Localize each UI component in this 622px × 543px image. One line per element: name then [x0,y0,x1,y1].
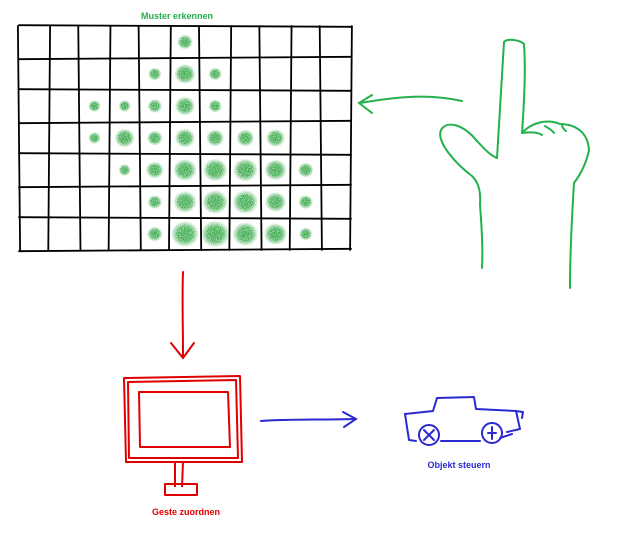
pattern-dot [146,226,163,242]
grid-line [18,88,352,92]
pattern-dot [174,96,196,116]
grid-line [16,25,22,251]
pattern-dot [145,161,164,179]
pattern-dot [148,67,162,81]
grid-line [18,247,352,253]
grid-line [349,25,353,251]
grid-line [77,25,82,251]
assign-gesture-label: Geste zuordnen [151,507,221,517]
pattern-dot [147,99,163,113]
pattern-dot [266,129,286,147]
pattern-dot [177,34,193,50]
pattern-dot [208,67,222,81]
grid-line [198,25,203,251]
pattern-dot [232,222,259,246]
grid-line [288,25,293,251]
grid-line [228,25,233,251]
arrow-display-to-object [260,411,358,428]
pattern-dot [146,130,163,146]
pattern-dot [173,191,197,213]
grid-line [18,55,352,61]
grid-line [107,25,112,251]
pattern-dot [173,159,197,181]
pointing-hand-icon [439,38,590,289]
pattern-dot [264,159,287,181]
grid-line [18,216,352,220]
pattern-dot [208,99,222,113]
pattern-dot [297,162,314,178]
pattern-dot [200,220,230,248]
pattern-dot [206,129,225,147]
pattern-dot [232,190,259,214]
pattern-dot [264,192,287,212]
pattern-dot [174,128,196,148]
grid-line [258,25,263,251]
grid-line [18,183,352,189]
pattern-dot [88,132,101,144]
arrow-grid-to-display [170,271,195,360]
pattern-dot [298,227,313,241]
grid-line [137,25,142,251]
pattern-dot [171,221,199,247]
pattern-dot [174,64,196,84]
grid-line [168,25,172,251]
pattern-dot [147,195,163,209]
grid-line [318,25,323,251]
gesture-pattern [88,34,314,248]
pattern-dot [88,100,101,112]
grid-line [18,24,352,28]
grid-line [18,119,352,125]
pattern-dot [263,223,288,245]
pattern-dot [236,129,255,147]
pattern-dot [114,128,135,148]
arrow-hand-to-grid [357,94,463,114]
pattern-dot [202,158,228,182]
pattern-dot [118,100,131,112]
sensor-grid [16,24,353,253]
pattern-dot [118,164,131,176]
pattern-dot [233,158,258,182]
pattern-dot [202,190,228,214]
grid-line [47,25,51,251]
grid-line [18,152,352,156]
truck-icon [404,396,524,446]
pattern-dot [298,195,314,209]
control-object-label: Objekt steuern [427,460,491,470]
recognize-pattern-label: Muster erkennen [140,11,214,21]
monitor-icon [123,375,243,496]
